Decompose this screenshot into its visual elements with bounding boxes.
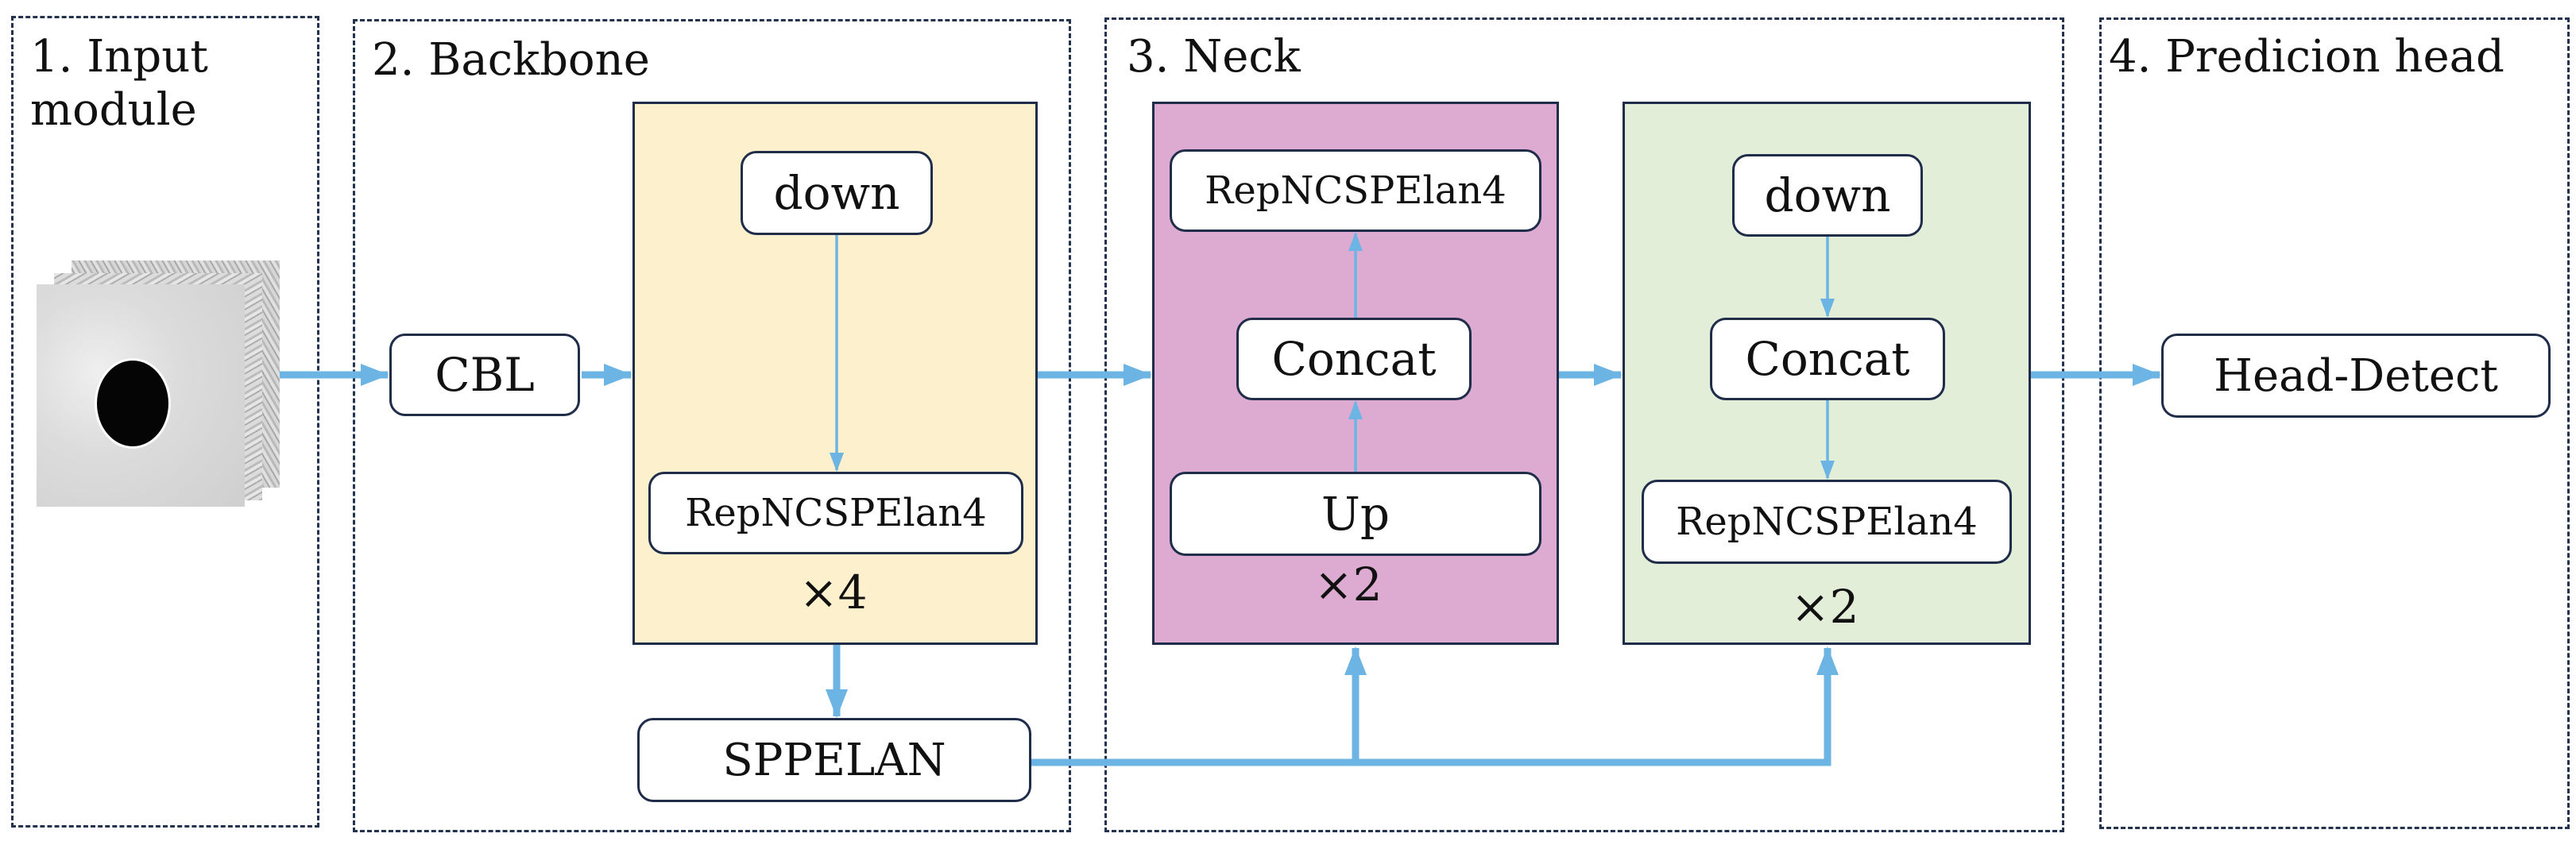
- sppelan-block: SPPELAN: [637, 718, 1031, 802]
- image-stack-icon: [37, 260, 280, 507]
- backbone-title: 2. Backbone: [372, 34, 650, 86]
- image-sheet-front: [37, 284, 245, 507]
- neck-down-repncspelan4-block: RepNCSPElan4: [1642, 480, 2012, 564]
- backbone-repeat-label: ×4: [799, 565, 868, 619]
- backbone-repncspelan4-block: RepNCSPElan4: [648, 472, 1023, 554]
- dark-spot-icon: [97, 361, 168, 446]
- neck-down-block: down: [1732, 154, 1923, 237]
- neck-downsample-repeat-label: ×2: [1791, 580, 1859, 634]
- neck-upsample-repeat-label: ×2: [1314, 558, 1383, 612]
- input-module-title: 1. Input module: [30, 31, 208, 137]
- neck-title: 3. Neck: [1127, 31, 1301, 83]
- cbl-block: CBL: [389, 334, 580, 416]
- neck-up-block: Up: [1170, 472, 1541, 556]
- neck-concat-block: Concat: [1236, 318, 1472, 400]
- neck-repncspelan4-block: RepNCSPElan4: [1170, 149, 1541, 232]
- prediction-head-title: 4. Predicion head: [2109, 31, 2504, 83]
- arrow-sppelan-to-neck-down: [1031, 646, 1839, 766]
- input-module-section: [11, 16, 319, 828]
- prediction-head-section: [2099, 17, 2570, 829]
- backbone-down-block: down: [741, 151, 933, 235]
- neck-down-concat-block: Concat: [1710, 318, 1945, 400]
- neck-section: [1104, 17, 2064, 832]
- backbone-section: [353, 19, 1071, 832]
- head-detect-block: Head-Detect: [2161, 334, 2551, 418]
